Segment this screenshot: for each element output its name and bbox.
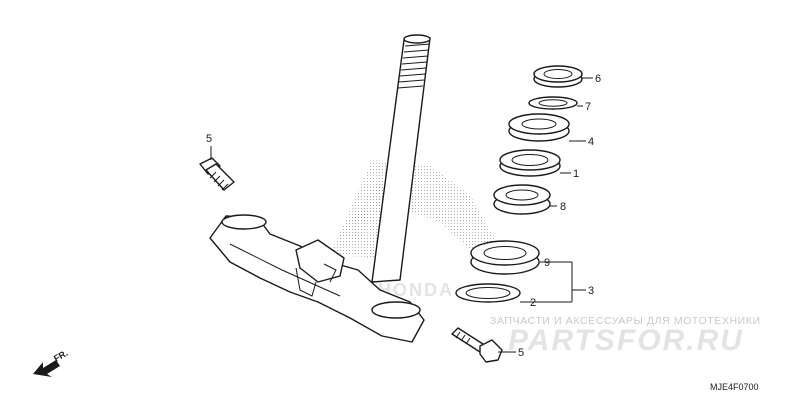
lower-bearing (470, 240, 540, 275)
watermark-tagline: ЗАПЧАСТИ И АКСЕССУАРЫ ДЛЯ МОТОТЕХНИКИ (490, 315, 761, 327)
callout-2: 2 (530, 297, 536, 309)
callout-6: 6 (595, 73, 601, 85)
callout-3: 3 (588, 285, 594, 297)
callout-5-left: 5 (206, 133, 212, 145)
bolt-bottom (451, 327, 503, 363)
honda-wing-watermark (330, 160, 495, 258)
callout-1: 1 (573, 168, 579, 180)
front-direction-arrow-icon (33, 360, 60, 377)
lock-nut-top (533, 65, 583, 88)
upper-bearing-race (499, 149, 561, 177)
diagram-code: MJE4F0700 (710, 382, 759, 392)
brand-watermark: HONDA (378, 280, 454, 300)
bolt-upper-left (199, 157, 235, 191)
dust-seal (455, 283, 521, 303)
adjusting-nut (508, 113, 570, 142)
steering-stem-shaft (371, 34, 431, 283)
callout-8: 8 (560, 201, 566, 213)
front-direction-label: FR. (52, 348, 70, 364)
callout-7: 7 (585, 101, 591, 113)
watermark-logo: PARTSFOR.RU (508, 324, 744, 357)
callout-4: 4 (588, 136, 594, 148)
lock-washer (528, 96, 578, 110)
lower-triple-clamp (209, 214, 425, 343)
callout-5-bottom: 5 (518, 347, 524, 359)
callout-9: 9 (544, 257, 550, 269)
upper-bearing (493, 184, 551, 215)
leader-lines (210, 77, 593, 353)
